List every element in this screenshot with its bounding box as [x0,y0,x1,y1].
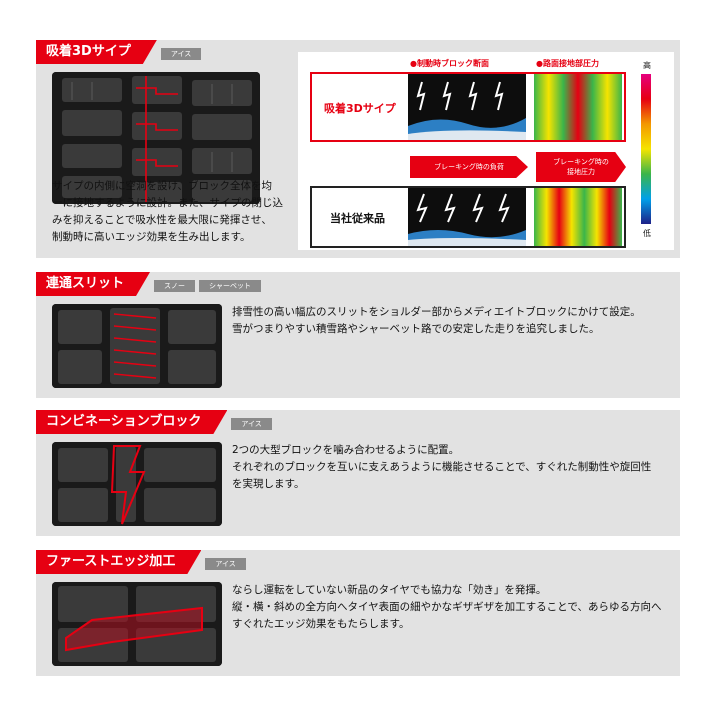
badge-ice: アイス [231,418,272,430]
description-line: 2つの大型ブロックを噛み合わせるように配置。 [232,444,460,456]
description-line: みを抑えることで吸水性を最大限に発揮させ、 [52,214,272,226]
row-label-sipe: 吸着3Dサイプ [324,102,396,115]
row-label-conventional: 当社従来品 [330,212,385,225]
badge-snow: スノー [154,280,196,292]
arrow-label: 接地圧力 [567,168,595,176]
col-title-block-section: ●制動時ブロック断面 [410,59,489,68]
section-first-edge: ファーストエッジ加工 アイス ならし運転をしていない新品のタイヤでも協力な「効き… [36,550,680,676]
description-line: 制動時に高いエッジ効果を生み出します。 [52,231,251,243]
comparison-diagram: ●制動時ブロック断面 ●路面接地部圧力 吸着3Dサイプ ブレーキング時の負荷 ブ… [298,52,674,250]
description-line: 雪がつまりやすい積雪路やシャーベット路での安定した走りを追究しました。 [232,323,600,335]
pressure-map-image-1 [534,74,622,140]
description-line: 縦・横・斜めの全方向へタイヤ表面の細やかなギザギザを加工することで、あらゆる方向… [232,601,662,613]
badge-ice: アイス [160,48,202,60]
tire-tread-image [52,442,222,526]
arrow-braking-load: ブレーキング時の負荷 [410,156,528,178]
arrow-label: ブレーキング時の負荷 [434,163,504,171]
description-line: 一に接地するように設計。また、サイプの閉じ込 [52,197,283,209]
description-line: を実現します。 [232,478,305,490]
block-section-image-1 [408,74,526,140]
scale-low-label: 低 [643,229,651,238]
badge-ice: アイス [205,558,246,570]
col-title-contact-pressure: ●路面接地部圧力 [536,59,599,68]
description-line: サイプの内側に空洞を設け、ブロック全体を均 [52,180,272,192]
section-title: 連通スリット [36,272,150,296]
badge-sherbet: シャーベット [199,280,262,292]
section-description: 排雪性の高い幅広のスリットをショルダー部からメディエイトブロックにかけて設定。 … [232,304,641,338]
description-line: ならし運転をしていない新品のタイヤでも協力な「効き」を発揮。 [232,584,547,596]
description-line: すぐれたエッジ効果をもたらします。 [232,618,410,630]
section-combination-block: コンビネーションブロック アイス 2つの大型ブロックを噛み合わせるように配置。 … [36,410,680,536]
section-title: コンビネーションブロック [36,410,227,434]
scale-high-label: 高 [643,61,651,70]
tire-tread-image [52,304,222,388]
tire-tread-image [52,582,222,666]
section-description: ならし運転をしていない新品のタイヤでも協力な「効き」を発揮。 縦・横・斜めの全方… [232,582,661,633]
section-description: サイプの内側に空洞を設け、ブロック全体を均 一に接地するように設計。また、サイプ… [52,178,283,246]
section-title: ファーストエッジ加工 [36,550,201,574]
description-line: それぞれのブロックを互いに支えあうように機能させることで、すぐれた制動性や旋回性 [232,461,652,473]
block-section-image-2 [408,188,526,246]
description-line: 排雪性の高い幅広のスリットをショルダー部からメディエイトブロックにかけて設定。 [232,306,641,318]
section-title: 吸着3Dサイプ [36,40,157,64]
section-slit: 連通スリット スノー シャーベット 排雪性の高い幅広のスリットをショルダー部から… [36,272,680,398]
section-description: 2つの大型ブロックを噛み合わせるように配置。 それぞれのブロックを互いに支えあう… [232,442,651,493]
section-sipe: 吸着3Dサイプ アイス [36,40,680,258]
tire-tread-image [52,72,260,204]
arrow-braking-pressure: ブレーキング時の 接地圧力 [536,152,626,182]
pressure-scale-bar [641,74,651,224]
pressure-map-image-2 [534,188,622,246]
arrow-label: ブレーキング時の [553,158,609,166]
